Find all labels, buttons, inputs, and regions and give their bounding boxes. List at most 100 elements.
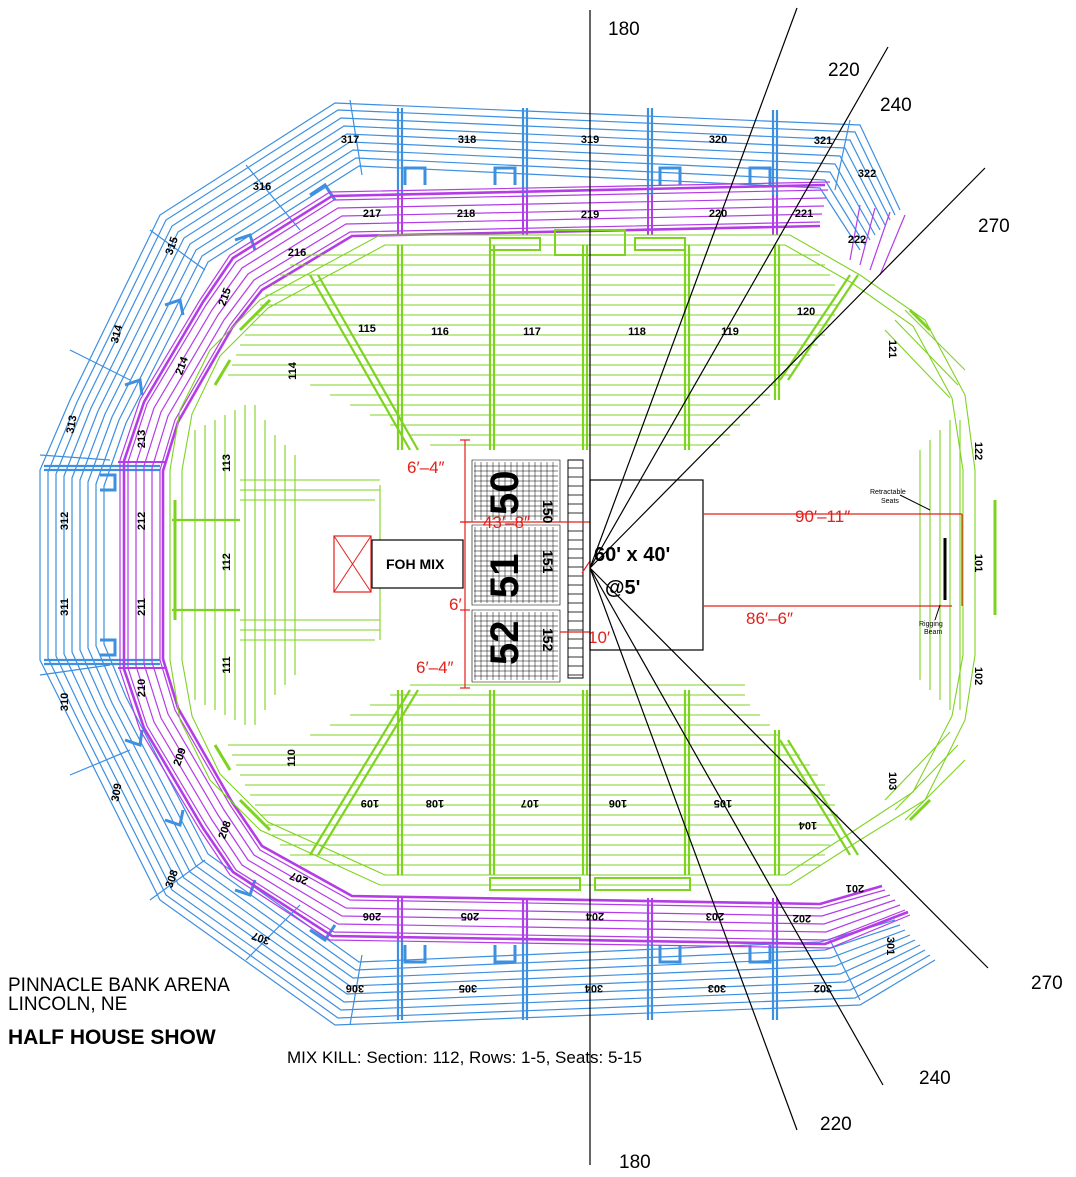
ray-240-top bbox=[589, 46, 889, 569]
foh-label: FOH MIX bbox=[386, 556, 445, 572]
section-label-218: 218 bbox=[457, 208, 475, 220]
section-label-311: 311 bbox=[59, 598, 71, 616]
floor-label-52: 52 bbox=[483, 621, 527, 666]
section-label-114: 114 bbox=[287, 361, 299, 380]
section-label-210: 210 bbox=[136, 679, 148, 697]
dim-6: 6′ bbox=[449, 595, 462, 614]
section-label-320: 320 bbox=[709, 134, 727, 146]
floor-sections bbox=[471, 459, 584, 683]
floor-sublabel-152: 152 bbox=[540, 628, 556, 652]
section-label-202: 202 bbox=[793, 912, 811, 924]
section-label-208: 208 bbox=[216, 819, 234, 840]
section-label-317: 317 bbox=[341, 134, 359, 146]
lower-bowl bbox=[169, 229, 997, 891]
section-label-314: 314 bbox=[109, 323, 126, 345]
rigging-annotations: Retractable Seats Rigging Beam bbox=[870, 489, 947, 636]
foh-mix-booth bbox=[371, 539, 464, 589]
stage-size-label: 60' x 40' bbox=[594, 544, 670, 566]
floor-sublabel-150: 150 bbox=[540, 500, 556, 524]
venue-city: LINCOLN, NE bbox=[8, 994, 128, 1015]
section-label-117: 117 bbox=[523, 326, 541, 338]
section-label-303: 303 bbox=[708, 982, 726, 994]
section-label-104: 104 bbox=[798, 819, 817, 831]
section-label-122: 122 bbox=[972, 442, 984, 460]
section-label-211: 211 bbox=[136, 598, 148, 616]
sightlines bbox=[589, 7, 989, 1165]
ray-220-top bbox=[589, 7, 798, 569]
angle-labels: 180 220 240 270 270 240 220 180 bbox=[608, 19, 1063, 1173]
rigging-label-1: Rigging bbox=[919, 621, 943, 628]
section-label-214: 214 bbox=[173, 354, 191, 376]
section-labels: 1011021031041051061071081091101111121131… bbox=[59, 134, 984, 994]
section-label-222: 222 bbox=[848, 234, 866, 246]
section-label-107: 107 bbox=[521, 797, 539, 809]
section-label-113: 113 bbox=[221, 454, 233, 472]
floor-block-51 bbox=[471, 524, 561, 606]
section-label-212: 212 bbox=[136, 512, 148, 530]
floor-labels: 50 51 52 150 151 152 bbox=[483, 471, 556, 666]
section-label-118: 118 bbox=[628, 326, 646, 338]
floor-block-52 bbox=[471, 609, 561, 683]
foh-area: FOH MIX bbox=[333, 535, 464, 593]
section-label-120: 120 bbox=[797, 306, 815, 318]
dim-43-8: 43′–8″ bbox=[483, 513, 530, 532]
floor-sublabel-151: 151 bbox=[540, 550, 556, 574]
section-label-310: 310 bbox=[59, 693, 71, 711]
section-label-205: 205 bbox=[461, 910, 479, 922]
section-label-309: 309 bbox=[110, 782, 125, 802]
angle-top-270: 270 bbox=[978, 216, 1010, 237]
upper-bowl bbox=[39, 99, 936, 1026]
dim-86-6: 86′–6″ bbox=[746, 609, 793, 628]
stage-area: 60' x 40' @5' bbox=[589, 479, 704, 651]
section-label-313: 313 bbox=[65, 414, 80, 434]
section-label-301: 301 bbox=[884, 937, 896, 955]
section-label-319: 319 bbox=[581, 134, 599, 146]
dimension-labels: 6′–4″ 43′–8″ 6′ 10′ 6′–4″ 90′–11″ 86′–6″ bbox=[407, 458, 850, 677]
ray-270-top bbox=[589, 167, 986, 569]
section-label-219: 219 bbox=[581, 209, 599, 221]
floor-label-51: 51 bbox=[483, 554, 527, 599]
mix-kill-note: MIX KILL: Section: 112, Rows: 1-5, Seats… bbox=[287, 1048, 642, 1067]
section-label-111: 111 bbox=[221, 656, 233, 673]
foh-kill-box bbox=[333, 535, 372, 593]
angle-bottom-220: 220 bbox=[820, 1114, 852, 1135]
middle-bowl bbox=[118, 181, 911, 949]
rigging-label-2: Beam bbox=[924, 629, 942, 636]
dim-10: 10′ bbox=[588, 628, 610, 647]
angle-top-240: 240 bbox=[880, 95, 912, 116]
section-label-109: 109 bbox=[361, 797, 379, 809]
section-label-101: 101 bbox=[972, 554, 984, 572]
section-label-321: 321 bbox=[814, 135, 832, 147]
angle-bottom-270: 270 bbox=[1031, 973, 1063, 994]
angle-top-180: 180 bbox=[608, 19, 640, 40]
section-label-103: 103 bbox=[886, 772, 898, 790]
dim-90-11: 90′–11″ bbox=[795, 507, 850, 526]
section-label-322: 322 bbox=[858, 168, 876, 180]
section-label-112: 112 bbox=[221, 553, 233, 571]
section-label-308: 308 bbox=[163, 868, 181, 889]
section-label-207: 207 bbox=[288, 869, 309, 887]
stage bbox=[589, 479, 704, 651]
floor-label-50: 50 bbox=[483, 471, 527, 516]
ray-220-bottom bbox=[589, 567, 798, 1131]
venue-name: PINNACLE BANK ARENA bbox=[8, 975, 230, 996]
stage-height-label: @5' bbox=[605, 577, 640, 599]
ray-270-bottom bbox=[589, 567, 989, 969]
section-label-315: 315 bbox=[163, 235, 181, 256]
section-label-204: 204 bbox=[585, 910, 604, 922]
section-label-203: 203 bbox=[706, 910, 724, 922]
section-label-201: 201 bbox=[846, 882, 864, 894]
section-label-105: 105 bbox=[714, 797, 732, 809]
section-label-305: 305 bbox=[459, 982, 477, 994]
section-label-221: 221 bbox=[795, 208, 813, 220]
section-label-216: 216 bbox=[288, 247, 306, 259]
section-label-307: 307 bbox=[250, 929, 271, 947]
section-label-220: 220 bbox=[709, 208, 727, 220]
section-label-119: 119 bbox=[721, 326, 739, 338]
section-label-102: 102 bbox=[972, 667, 984, 685]
section-label-217: 217 bbox=[363, 208, 381, 220]
show-title: HALF HOUSE SHOW bbox=[8, 1026, 216, 1049]
dim-6-4-top: 6′–4″ bbox=[407, 458, 445, 477]
angle-top-220: 220 bbox=[828, 60, 860, 81]
